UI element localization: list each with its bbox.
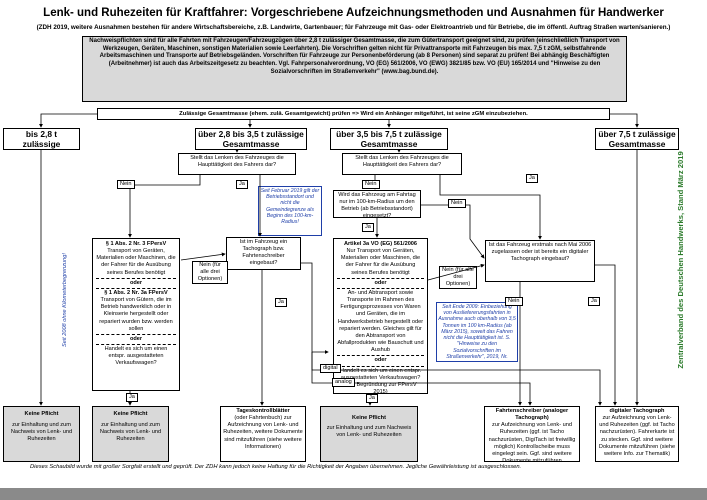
- page-title: Lenk- und Ruhezeiten für Kraftfahrer: Vo…: [43, 7, 664, 19]
- artikel-3a-box: Artikel 3a VO (EG) 561/2006 Nur Transpor…: [333, 238, 428, 394]
- result-keine-pflicht-3-title: Keine Pflicht: [352, 415, 386, 421]
- label-nein-4: Nein: [505, 297, 523, 306]
- label-ja-3: Ja: [362, 223, 374, 232]
- result-keine-pflicht-2: Keine Pflicht zur Einhaltung und zum Nac…: [92, 406, 169, 462]
- fpersv-title-1: § 1 Abs. 2 Nr. 3 FPersV: [105, 241, 167, 247]
- result-analog-title: Fahrtenschreiber (analoger Tachograph): [495, 408, 569, 422]
- artikel-3a-title: Artikel 3a VO (EG) 561/2006: [343, 241, 418, 247]
- question-tachograph: Ist im Fahrzeug ein Tachograph bzw. Fahr…: [226, 237, 301, 270]
- label-analog: analog: [332, 378, 355, 387]
- page-subtitle: (ZDH 2019, weitere Ausnahmen bestehen fü…: [36, 24, 671, 31]
- fpersv-box: § 1 Abs. 2 Nr. 3 FPersV Transport von Ge…: [92, 238, 180, 391]
- fpersv-or-2: oder: [129, 335, 143, 342]
- result-analog-text: zur Aufzeichnung von Lenk- und Ruhezeite…: [488, 422, 576, 462]
- bottom-bar: [0, 488, 707, 500]
- fpersv-title-2: § 1 Abs. 2 Nr. 3a FPersV: [104, 289, 168, 296]
- result-digitaler-tachograph: digitaler Tachograph zur Aufzeichnung vo…: [595, 406, 679, 462]
- note-auslieferung-2009: Seit Ende 2009: Einbeziehung von Auslief…: [436, 302, 518, 362]
- question-haupttaetigkeit-1: Stellt das Lenken des Fahrzeuges die Hau…: [178, 153, 296, 175]
- result-tageskontrollblaetter: Tageskontrollblätter (oder Fahrtenbuch) …: [220, 406, 306, 462]
- label-nein-optionen-2: Nein (für alle drei Optionen): [439, 266, 477, 289]
- label-ja-1: Ja: [236, 180, 248, 189]
- result-keine-pflicht-3: Keine Pflicht zur Einhaltung und zum Nac…: [320, 406, 418, 462]
- fpersv-or-1: oder: [129, 279, 143, 286]
- label-ja-5: Ja: [275, 298, 287, 307]
- fpersv-text-3: Handelt es sich um einen entspr. ausgest…: [104, 346, 168, 367]
- category-2-8-bis-3-5t: über 2,8 bis 3,5 t zulässige Gesamtmasse: [195, 128, 307, 150]
- category-ueber-7-5t: über 7,5 t zulässige Gesamtmasse: [595, 128, 679, 150]
- fpersv-text-1: Transport von Geräten, Materialien oder …: [96, 248, 176, 276]
- category-3-5-bis-7-5t: über 3,5 bis 7,5 t zulässige Gesamtmasse: [330, 128, 448, 150]
- question-haupttaetigkeit-2: Stellt das Lenken des Fahrzeuges die Hau…: [342, 153, 462, 175]
- artikel-3a-or-2: oder: [374, 357, 387, 364]
- result-tages-text: (oder Fahrtenbuch) zur Aufzeichnung von …: [223, 415, 303, 450]
- category-bis-2-8t: bis 2,8 t zulässige Gesamtmasse: [3, 128, 80, 150]
- question-digital-tachograph: Ist das Fahrzeug erstmals nach Mai 2006 …: [485, 240, 595, 282]
- label-digital: digital: [320, 364, 341, 373]
- label-nein-1: Nein: [117, 180, 135, 189]
- label-ja-4: Ja: [126, 393, 138, 402]
- question-100km-radius: Wird das Fahrzeug am Fahrtag nur im 100-…: [333, 190, 421, 218]
- label-ja-6: Ja: [366, 394, 378, 403]
- label-nein-3: Nein: [448, 199, 466, 208]
- artikel-3a-or-1: oder: [374, 279, 387, 286]
- result-keine-pflicht-3-text: zur Einhaltung und zum Nachweis von Lenk…: [326, 425, 412, 439]
- result-digital-text: zur Aufzeichnung von Lenk- und Ruhezeite…: [598, 415, 676, 457]
- result-keine-pflicht-1: Keine Pflicht zur Einhaltung und zum Nac…: [3, 406, 80, 462]
- result-analoger-tachograph: Fahrtenschreiber (analoger Tachograph) z…: [484, 406, 580, 462]
- result-keine-pflicht-1-title: Keine Pflicht: [24, 411, 59, 417]
- result-keine-pflicht-1-text: zur Einhaltung und zum Nachweis von Lenk…: [10, 422, 73, 443]
- label-ja-7: Ja: [588, 297, 600, 306]
- label-nein-optionen-1: Nein (für alle drei Optionen): [192, 261, 228, 284]
- label-nein-2: Nein: [362, 180, 380, 189]
- artikel-3a-text-1: Nur Transport von Geräten, Materialien o…: [340, 248, 421, 276]
- footer-disclaimer: Dieses Schaubild wurde mit großer Sorgfa…: [30, 464, 522, 470]
- result-keine-pflicht-2-title: Keine Pflicht: [113, 411, 148, 417]
- fpersv-text-2: Transport von Gütern, die im Betrieb han…: [99, 297, 173, 332]
- artikel-3a-text-3: Handelt es sich um einen entspr. ausgest…: [339, 367, 422, 394]
- label-ja-2: Ja: [526, 174, 538, 183]
- result-keine-pflicht-2-text: zur Einhaltung und zum Nachweis von Lenk…: [99, 422, 162, 443]
- intro-box: Nachweispflichten sind für alle Fahrten …: [82, 36, 627, 102]
- artikel-3a-text-2: An- und Abtransport sowie Transporte im …: [337, 289, 424, 354]
- result-tages-title: Tageskontrollblätter: [236, 408, 290, 414]
- mass-question-box: Zulässige Gesamtmasse (ehem. zulä. Gesam…: [97, 108, 610, 120]
- result-digital-title: digitaler Tachograph: [609, 408, 665, 414]
- note-betriebsstandort-2019: Seit Februar 2019 gilt der Betriebsstand…: [258, 186, 322, 236]
